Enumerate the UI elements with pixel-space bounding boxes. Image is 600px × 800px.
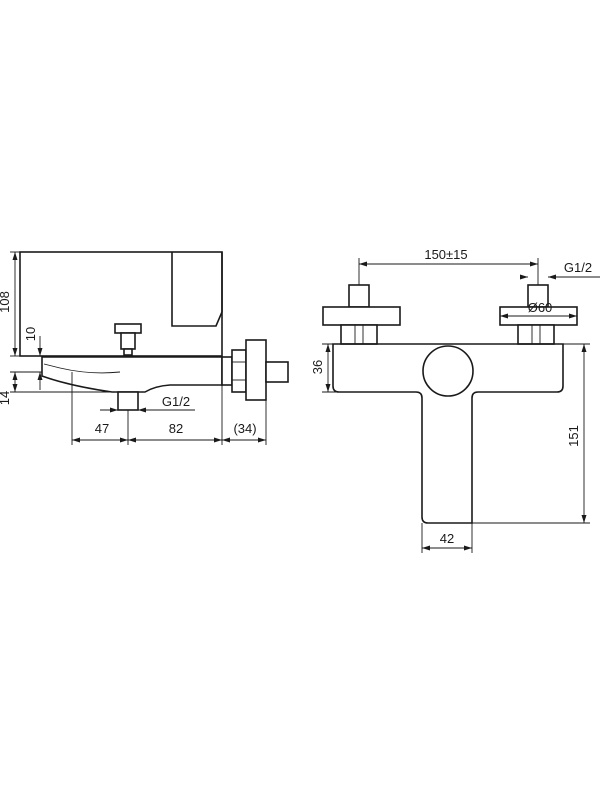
dim-total-height-label: 151 [566, 425, 581, 447]
dim-outlet-to-spout-label: 47 [95, 421, 109, 436]
front-body [332, 343, 564, 524]
dim-height-label: 108 [0, 291, 12, 313]
diverter-knob [114, 323, 142, 356]
dim-inlet-spacing-label: 150±15 [424, 247, 467, 262]
thread-outlet-label: G1/2 [162, 394, 190, 409]
dim-spout-width-label: 42 [440, 531, 454, 546]
left-inlet [322, 284, 401, 345]
dim-spout-offset-label: 10 [23, 327, 38, 341]
thread-inlet-label: G1/2 [564, 260, 592, 275]
side-view: 108 10 14 47 82 (34) G1/2 [0, 251, 289, 445]
spout [41, 356, 223, 393]
handle-disc [422, 345, 474, 397]
dim-body-height-label: 36 [310, 360, 325, 374]
front-view: 150±15 G1/2 Ø60 36 151 42 [310, 247, 600, 553]
dim-spout-thickness-label: 14 [0, 391, 12, 405]
lever-handle [171, 252, 223, 327]
shower-outlet [117, 391, 139, 411]
wall-connection [221, 339, 289, 401]
flange-diameter-label: Ø60 [528, 300, 553, 315]
dim-outlet-to-wall-label: 82 [169, 421, 183, 436]
dim-wall-depth-label: (34) [233, 421, 256, 436]
